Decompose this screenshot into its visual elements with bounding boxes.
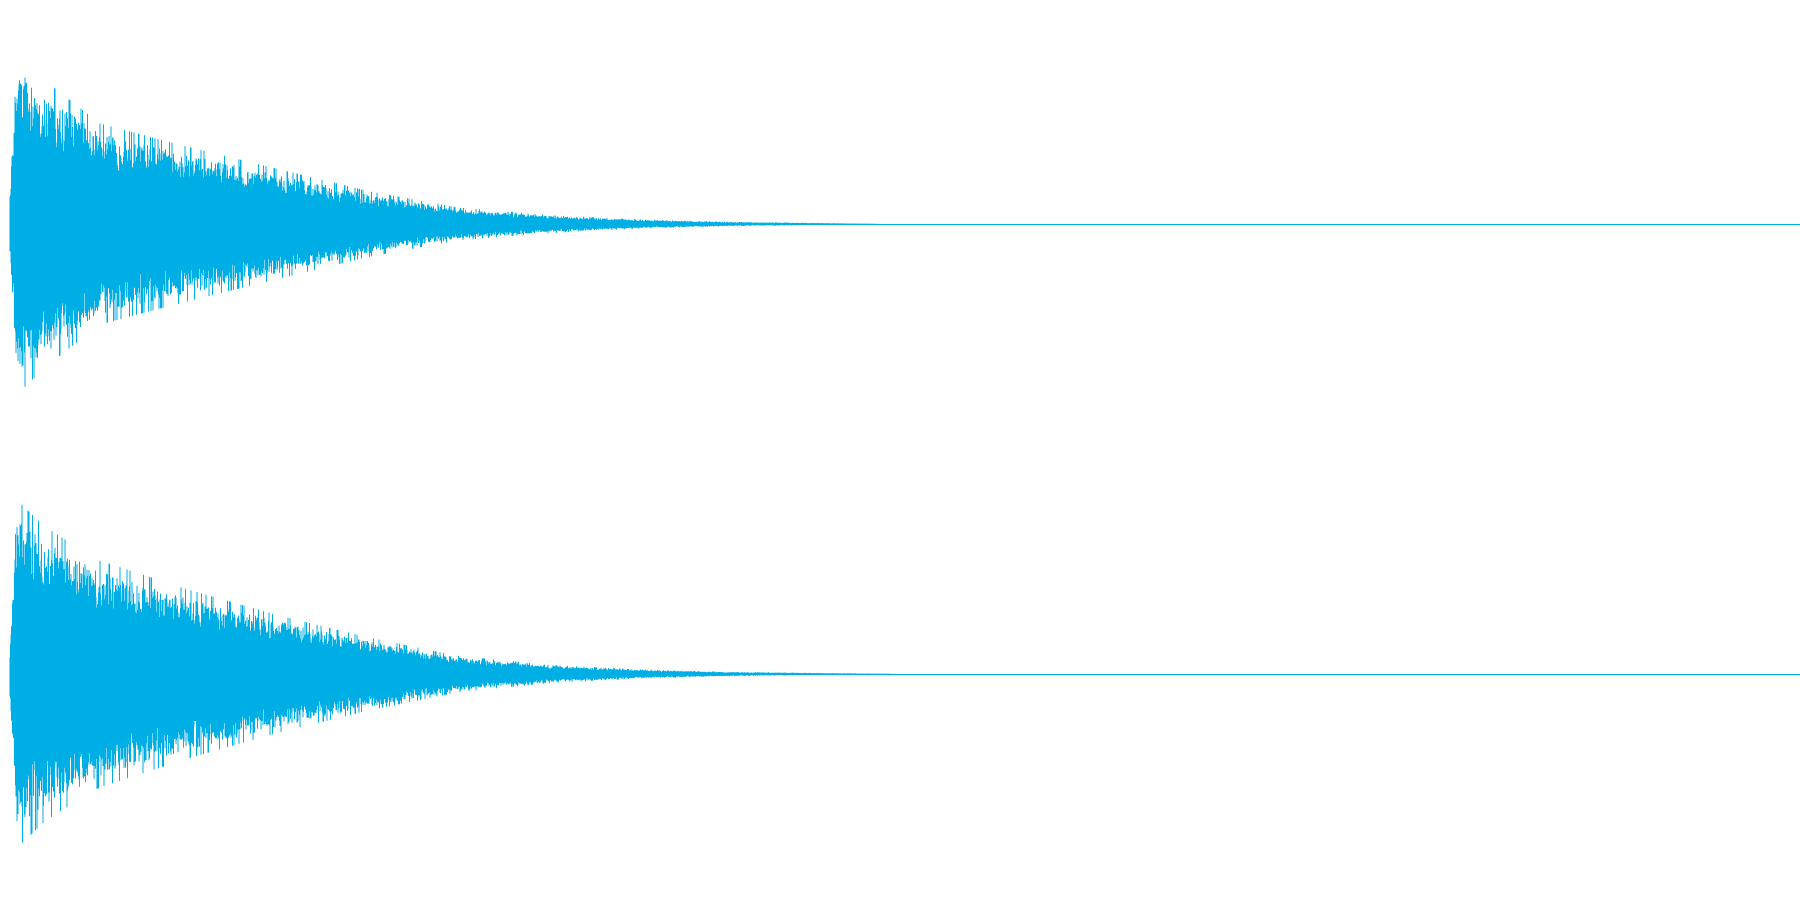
waveform-right-svg <box>9 504 1800 843</box>
waveform-left-svg <box>9 77 1800 387</box>
waveform-channel-left <box>9 77 1800 387</box>
waveform-channel-right <box>0 450 1800 900</box>
waveform-core <box>10 139 887 309</box>
waveform-core <box>10 587 905 761</box>
